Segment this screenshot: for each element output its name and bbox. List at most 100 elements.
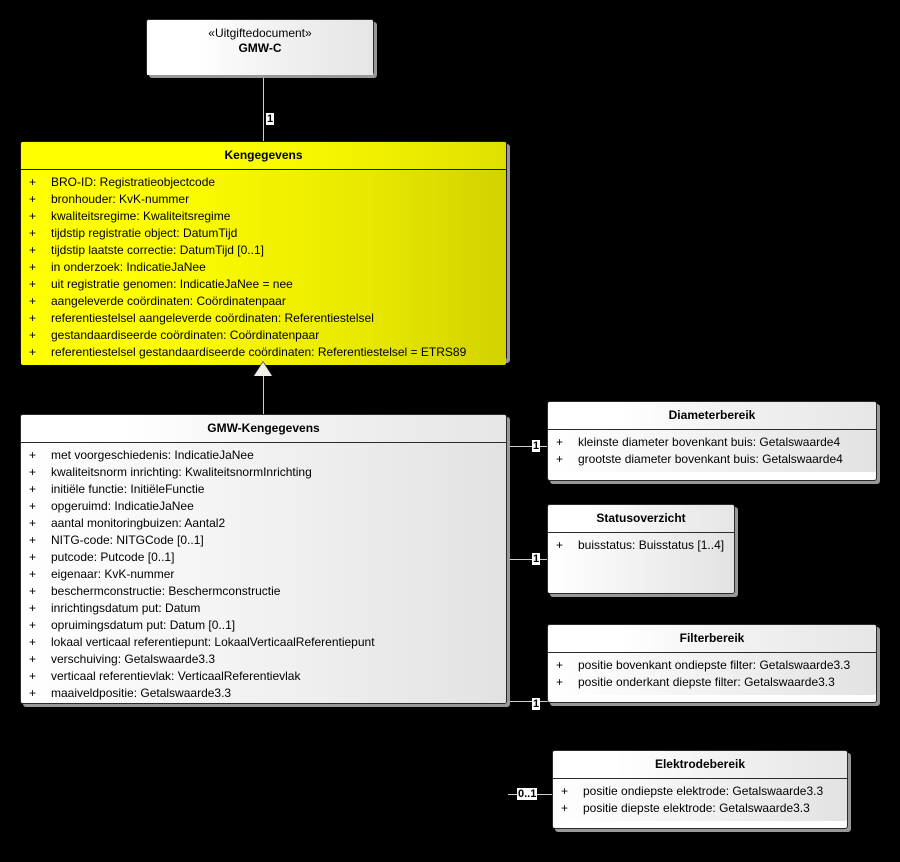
- attribute-visibility: +: [29, 499, 37, 513]
- attribute-text: lokaal verticaal referentiepunt: LokaalV…: [51, 635, 375, 649]
- attribute-visibility: +: [29, 260, 37, 274]
- class-header-filterbereik: Filterbereik: [548, 625, 876, 653]
- attribute-visibility: +: [29, 226, 37, 240]
- class-attribute: +opruimingsdatum put: Datum [0..1]: [21, 617, 506, 634]
- class-name-statusoverzicht: Statusoverzicht: [596, 511, 686, 525]
- attribute-visibility: +: [29, 294, 37, 308]
- generalization-arrow-icon: [254, 362, 272, 376]
- class-header-diameterbereik: Diameterbereik: [548, 402, 876, 430]
- class-attributes-diameterbereik: + kleinste diameter bovenkant buis: Getal…: [548, 430, 876, 472]
- attribute-text: opgeruimd: IndicatieJaNee: [51, 499, 194, 513]
- attribute-visibility: +: [29, 567, 37, 581]
- class-box-filterbereik[interactable]: Filterbereik + positie bovenkant ondiepst…: [547, 624, 877, 703]
- attribute-text: positie bovenkant ondiepste filter: Geta…: [578, 658, 851, 672]
- class-attribute: + positie ondiepste elektrode: Getalswaar…: [553, 783, 847, 800]
- multiplicity-gmwc-kengegevens: 1: [266, 113, 275, 125]
- attribute-text: positie ondiepste elektrode: Getalswaard…: [583, 784, 824, 798]
- attribute-text: grootste diameter bovenkant buis: Getals…: [578, 452, 843, 466]
- class-attributes-statusoverzicht: + buisstatus: Buisstatus [1..4]: [548, 533, 734, 593]
- attribute-visibility: +: [29, 635, 37, 649]
- attribute-visibility: +: [29, 652, 37, 666]
- class-attribute: + inrichtingsdatum put: Datum: [21, 600, 506, 617]
- class-box-diameterbereik[interactable]: Diameterbereik + kleinste diameter bovenk…: [547, 401, 877, 481]
- attribute-text: positie onderkant diepste filter: Getals…: [578, 675, 835, 689]
- class-attribute: +referentiestelsel gestandaardiseerde co…: [21, 344, 506, 361]
- multiplicity-filterbereik: 1: [532, 698, 541, 710]
- connector-gmw-filterbereik: [508, 701, 548, 702]
- attribute-text: inrichtingsdatum put: Datum: [51, 601, 201, 615]
- attribute-text: kleinste diameter bovenkant buis: Getals…: [578, 435, 841, 449]
- class-box-elektrodebereik[interactable]: Elektrodebereik +positie ondiepste elekt…: [552, 750, 848, 829]
- class-attribute: +verticaal referentievlak: VerticaalRefe…: [21, 668, 506, 685]
- attribute-text: kwaliteitsnorm inrichting: Kwaliteitsnor…: [51, 465, 312, 479]
- class-attribute: + in onderzoek: IndicatieJaNee: [21, 259, 506, 276]
- class-attributes-gmw-kengegevens: + met voorgeschiedenis: IndicatieJaNee + kw…: [21, 443, 506, 703]
- class-attribute: + kleinste diameter bovenkant buis: Getal…: [548, 434, 876, 451]
- class-attribute: + verschuiving: Getalswaarde3.3: [21, 651, 506, 668]
- attribute-text: beschermconstructie: Beschermconstructie: [51, 584, 281, 598]
- class-box-statusoverzicht[interactable]: Statusoverzicht + buisstatus: Buisstatus …: [547, 504, 735, 594]
- attribute-visibility: +: [29, 465, 37, 479]
- class-header-gmw-kengegevens: GMW-Kengegevens: [21, 415, 506, 443]
- class-attribute: + beschermconstructie: Beschermconstructi…: [21, 583, 506, 600]
- attribute-visibility: +: [561, 801, 569, 815]
- attribute-text: verschuiving: Getalswaarde3.3: [51, 652, 216, 666]
- connector-gmwc-kengegevens: [263, 74, 264, 142]
- attribute-visibility: +: [556, 452, 564, 466]
- attribute-text: positie diepste elektrode: Getalswaarde3…: [583, 801, 810, 815]
- attribute-visibility: +: [29, 192, 37, 206]
- class-attribute: + initiële functie: InitiëleFunctie: [21, 481, 506, 498]
- attribute-visibility: +: [29, 584, 37, 598]
- attribute-text: referentiestelsel gestandaardiseerde coö…: [51, 345, 467, 359]
- class-box-kengegevens[interactable]: Kengegevens +BRO-ID: Registratieobjectco…: [20, 141, 507, 365]
- attribute-visibility: +: [29, 448, 37, 462]
- attribute-visibility: +: [29, 277, 37, 291]
- class-stereotype-gmw-c: «Uitgiftedocument»: [208, 26, 312, 40]
- class-attribute: + putcode: Putcode [0..1]: [21, 549, 506, 566]
- class-attribute: + aantal monitoringbuizen: Aantal2: [21, 515, 506, 532]
- attribute-text: tijdstip registratie object: DatumTijd: [51, 226, 238, 240]
- attribute-visibility: +: [29, 482, 37, 496]
- class-attribute: + NITG-code: NITGCode [0..1]: [21, 532, 506, 549]
- class-attribute: +aangeleverde coördinaten: Coördinatenpa…: [21, 293, 506, 310]
- attribute-visibility: +: [29, 533, 37, 547]
- class-attribute: +kwaliteitsregime: Kwaliteitsregime: [21, 208, 506, 225]
- class-attribute: + positie onderkant diepste filter: Getal…: [548, 674, 876, 691]
- attribute-visibility: +: [29, 550, 37, 564]
- class-attribute: + buisstatus: Buisstatus [1..4]: [548, 537, 734, 554]
- class-header-kengegevens: Kengegevens: [21, 142, 506, 170]
- attribute-visibility: +: [29, 243, 37, 257]
- attribute-visibility: +: [29, 516, 37, 530]
- class-attribute: + tijdstip registratie object: DatumTijd: [21, 225, 506, 242]
- attribute-visibility: +: [561, 784, 569, 798]
- class-attribute: +referentiestelsel aangeleverde coördina…: [21, 310, 506, 327]
- multiplicity-elektrodebereik: 0..1: [517, 788, 538, 800]
- attribute-text: buisstatus: Buisstatus [1..4]: [578, 538, 725, 552]
- class-name-diameterbereik: Diameterbereik: [668, 408, 756, 422]
- class-attributes-elektrodebereik: + positie ondiepste elektrode: Getalswaar…: [553, 779, 847, 821]
- attribute-text: aantal monitoringbuizen: Aantal2: [51, 516, 226, 530]
- attribute-visibility: +: [556, 435, 564, 449]
- class-attribute: +bronhouder: KvK-nummer: [21, 191, 506, 208]
- class-attribute: + grootste diameter bovenkant buis: Getal…: [548, 451, 876, 468]
- attribute-visibility: +: [556, 538, 564, 552]
- attribute-visibility: +: [29, 601, 37, 615]
- connector-generalization-line: [263, 360, 264, 415]
- attribute-visibility: +: [29, 175, 37, 189]
- class-attribute: + kwaliteitsnorm inrichting: Kwaliteitsno…: [21, 464, 506, 481]
- attribute-visibility: +: [556, 675, 564, 689]
- class-attribute: +gestandaardiseerde coördinaten: Coördin…: [21, 327, 506, 344]
- attribute-text: in onderzoek: IndicatieJaNee: [51, 260, 206, 274]
- attribute-text: NITG-code: NITGCode [0..1]: [51, 533, 204, 547]
- class-box-gmw-kengegevens[interactable]: GMW-Kengegevens + met voorgeschiedenis: I…: [20, 414, 507, 704]
- attribute-text: met voorgeschiedenis: IndicatieJaNee: [51, 448, 254, 462]
- attribute-visibility: +: [29, 311, 37, 325]
- class-name-gmw-kengegevens: GMW-Kengegevens: [207, 421, 320, 435]
- class-box-gmw-c[interactable]: «Uitgiftedocument» GMW-C: [146, 19, 374, 75]
- attribute-text: uit registratie genomen: IndicatieJaNee …: [51, 277, 293, 291]
- attribute-text: opruimingsdatum put: Datum [0..1]: [51, 618, 236, 632]
- connector-gmw-statusoverzicht: [508, 559, 548, 560]
- attribute-text: putcode: Putcode [0..1]: [51, 550, 175, 564]
- attribute-text: initiële functie: InitiëleFunctie: [51, 482, 205, 496]
